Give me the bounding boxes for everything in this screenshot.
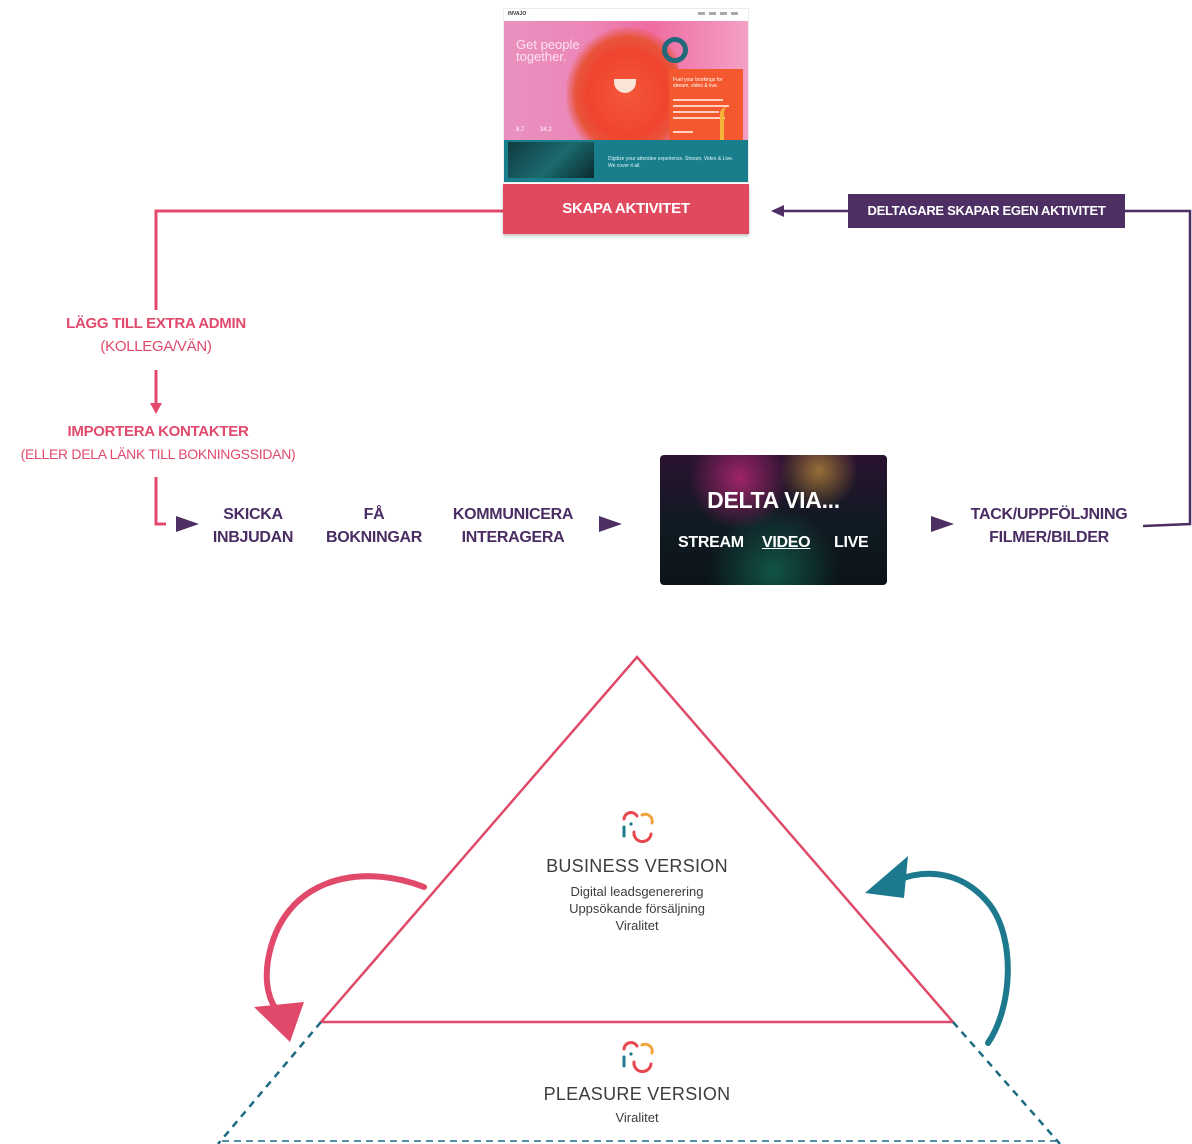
business-line: Viralitet bbox=[615, 918, 659, 933]
screenshot-hero: Get people together. Fuel your bookings … bbox=[504, 21, 748, 149]
concert-photo bbox=[508, 142, 594, 178]
pleasure-right-edge bbox=[952, 1021, 1061, 1144]
website-screenshot: INVAJO Get people together. Fuel your bo… bbox=[503, 8, 749, 183]
hero-photo bbox=[566, 27, 678, 149]
kommunicera-label: KOMMUNICERA INTERAGERA bbox=[440, 503, 586, 549]
extra-admin-title: LÄGG TILL EXTRA ADMIN bbox=[66, 315, 246, 332]
screenshot-footer-band: Digitize your attendee experience. Strea… bbox=[504, 140, 748, 182]
logo-pleasure-icon bbox=[622, 1041, 654, 1073]
pleasure-line: Viralitet bbox=[615, 1110, 659, 1125]
logo-business-icon bbox=[622, 811, 654, 843]
text-line bbox=[673, 111, 719, 113]
arrowhead-admin-to-import bbox=[150, 403, 162, 414]
business-version-title: BUSINESS VERSION bbox=[546, 856, 728, 876]
fa-line-1: FÅ bbox=[363, 506, 385, 523]
business-version-block: BUSINESS VERSION Digital leadsgenerering… bbox=[487, 856, 787, 934]
arrow-to-tack bbox=[931, 516, 954, 532]
footer-band-text: Digitize your attendee experience. Strea… bbox=[608, 156, 734, 169]
screenshot-brand: INVAJO bbox=[508, 11, 527, 17]
arrowhead-to-skapa bbox=[771, 205, 784, 217]
teal-curved-arrowhead bbox=[865, 856, 908, 898]
pleasure-left-edge bbox=[217, 1021, 322, 1144]
hero-headline-line-2: together. bbox=[516, 49, 567, 64]
text-line bbox=[673, 117, 725, 119]
pink-curved-arrow bbox=[263, 873, 427, 1015]
importera-label: IMPORTERA KONTAKTER (ELLER DELA LÄNK TIL… bbox=[2, 420, 314, 466]
delta-stream-label: STREAM bbox=[678, 534, 744, 551]
arrow-to-delta bbox=[599, 516, 622, 532]
teal-curved-arrow bbox=[895, 870, 1011, 1046]
business-line: Digital leadsgenerering bbox=[570, 884, 704, 899]
pleasure-version-block: PLEASURE VERSION Viralitet bbox=[487, 1084, 787, 1126]
business-line: Uppsökande försäljning bbox=[569, 901, 705, 916]
fa-bokningar-label: FÅ BOKNINGAR bbox=[316, 503, 432, 549]
business-triangle bbox=[318, 655, 956, 1024]
hero-card-text: Fuel your bookings for stream, video & l… bbox=[673, 77, 723, 89]
text-line bbox=[673, 99, 723, 101]
skicka-line-2: INBJUDAN bbox=[212, 529, 294, 546]
screenshot-nav-links bbox=[698, 12, 742, 15]
delta-via-panel: DELTA VIA... STREAM VIDEO LIVE bbox=[660, 455, 887, 585]
hero-headline: Get people together. bbox=[516, 37, 580, 64]
komm-line-2: INTERAGERA bbox=[461, 529, 565, 546]
delta-live-label: LIVE bbox=[834, 534, 869, 551]
connector-tack-return bbox=[1125, 209, 1192, 528]
deltagare-skapar-box: DELTAGARE SKAPAR EGEN AKTIVITET bbox=[848, 194, 1125, 228]
extra-admin-label: LÄGG TILL EXTRA ADMIN (KOLLEGA/VÄN) bbox=[40, 312, 272, 358]
text-line bbox=[673, 131, 693, 133]
skapa-aktivitet-box: SKAPA AKTIVITET bbox=[503, 184, 749, 234]
hero-stat-2: 34.2 bbox=[540, 127, 552, 133]
pleasure-version-title: PLEASURE VERSION bbox=[543, 1084, 731, 1104]
tack-line-1: TACK/UPPFÖLJNING bbox=[970, 506, 1128, 523]
extra-admin-subtitle: (KOLLEGA/VÄN) bbox=[100, 338, 212, 355]
hero-stats: 8.7 34.2 bbox=[516, 127, 566, 133]
pink-curved-arrowhead bbox=[254, 1002, 304, 1042]
fa-line-2: BOKNINGAR bbox=[326, 529, 422, 546]
connector-skapa-to-admin bbox=[154, 209, 503, 310]
hero-stat-1: 8.7 bbox=[516, 127, 525, 133]
importera-subtitle: (ELLER DELA LÄNK TILL BOKNINGSSIDAN) bbox=[20, 446, 296, 462]
importera-title: IMPORTERA KONTAKTER bbox=[67, 423, 249, 440]
text-line bbox=[673, 105, 729, 107]
arrow-to-skicka bbox=[176, 516, 199, 532]
skicka-line-1: SKICKA bbox=[223, 506, 283, 523]
ring-icon bbox=[662, 37, 688, 63]
delta-via-title: DELTA VIA... bbox=[707, 487, 840, 513]
screenshot-nav: INVAJO bbox=[504, 9, 748, 20]
squiggle-decoration bbox=[720, 107, 734, 149]
komm-line-1: KOMMUNICERA bbox=[452, 506, 574, 523]
delta-video-label: VIDEO bbox=[762, 534, 811, 551]
skicka-label: SKICKA INBJUDAN bbox=[198, 503, 308, 549]
tack-label: TACK/UPPFÖLJNING FILMER/BILDER bbox=[955, 503, 1143, 549]
tack-line-2: FILMER/BILDER bbox=[989, 529, 1109, 546]
connector-import-to-skicka bbox=[154, 477, 166, 526]
hero-headline-line-1: Get people bbox=[516, 37, 580, 52]
